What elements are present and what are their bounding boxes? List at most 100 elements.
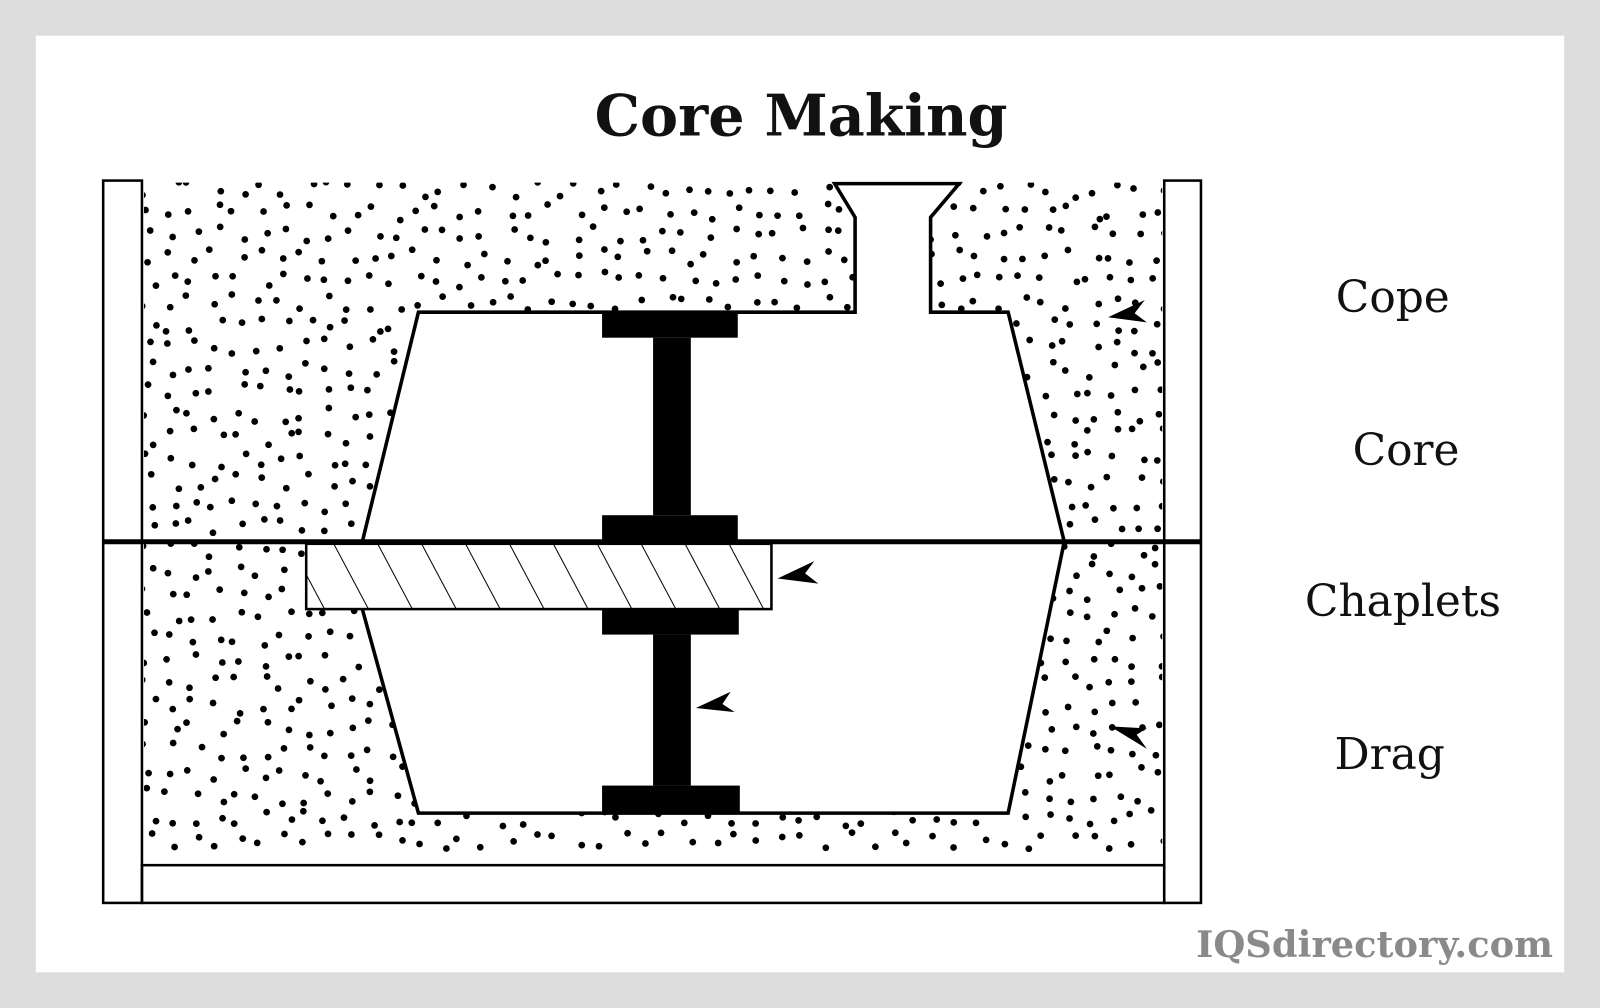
sand-dot — [961, 544, 969, 552]
sand-dot — [477, 651, 485, 659]
sand-dot — [775, 335, 782, 343]
sand-dot — [183, 591, 191, 599]
sand-dot — [646, 634, 654, 642]
sand-dot — [1005, 498, 1013, 506]
sand-dot — [1064, 246, 1072, 254]
sand-dot — [400, 505, 408, 513]
sand-dot — [814, 323, 822, 331]
sand-dot — [143, 784, 151, 792]
sand-dot — [714, 502, 722, 509]
sand-dot — [326, 323, 334, 331]
sand-dot — [800, 460, 808, 467]
sand-dot — [934, 506, 942, 514]
sand-dot — [826, 293, 834, 301]
sand-dot — [997, 182, 1004, 190]
sand-dot — [960, 773, 968, 780]
sand-dot — [436, 371, 444, 379]
sand-dot — [848, 414, 855, 422]
sand-dot — [1111, 610, 1118, 618]
sand-dot — [242, 190, 249, 198]
sand-dot — [279, 800, 286, 808]
sand-dot — [210, 344, 218, 352]
watermark-logo: IQSdirectory.com — [1196, 923, 1553, 966]
sand-dot — [1000, 229, 1008, 237]
sand-dot — [1073, 278, 1081, 286]
sand-dot — [1139, 363, 1147, 371]
sand-dot — [578, 841, 586, 849]
sand-dot — [994, 426, 1001, 433]
sand-dot — [662, 189, 670, 197]
sand-dot — [774, 212, 781, 220]
sand-dot — [1037, 832, 1045, 840]
sand-dot — [802, 612, 809, 619]
sand-dot — [792, 631, 800, 639]
sand-dot — [186, 695, 194, 703]
sand-dot — [1072, 673, 1079, 680]
sand-dot — [1156, 582, 1164, 590]
sand-dot — [347, 752, 355, 759]
sand-dot — [481, 636, 489, 644]
sand-dot — [768, 519, 776, 527]
sand-dot — [264, 753, 272, 761]
sand-dot — [1135, 525, 1142, 533]
sand-dot — [997, 752, 1005, 760]
sand-dot — [149, 358, 157, 366]
sand-dot — [263, 673, 271, 680]
sand-dot — [436, 388, 444, 396]
sand-dot — [152, 817, 160, 825]
sand-dot — [1001, 477, 1008, 485]
sand-dot — [788, 653, 796, 661]
sand-dot — [542, 506, 550, 514]
sand-dot — [458, 448, 465, 456]
sand-dot — [1041, 674, 1049, 682]
sand-dot — [932, 387, 939, 395]
sand-dot — [766, 187, 774, 195]
sand-dot — [324, 790, 332, 798]
sand-dot — [528, 344, 536, 352]
sand-dot — [594, 324, 602, 332]
sand-dot — [730, 674, 738, 682]
sand-dot — [888, 563, 895, 571]
sand-dot — [748, 473, 756, 481]
sand-dot — [1151, 560, 1159, 568]
sand-dot — [991, 660, 999, 667]
sand-dot — [707, 408, 715, 415]
sand-dot — [866, 456, 874, 463]
sand-dot — [1091, 516, 1099, 523]
sand-dot — [230, 820, 238, 828]
sand-dot — [676, 229, 684, 236]
sand-dot — [946, 611, 954, 618]
sand-dot — [1042, 745, 1049, 753]
sand-dot — [1137, 230, 1145, 238]
sand-dot — [544, 389, 552, 397]
sand-dot — [956, 246, 964, 254]
sand-dot — [477, 705, 485, 712]
sand-dot — [735, 727, 743, 735]
sand-dot — [298, 550, 305, 558]
sand-dot — [453, 835, 460, 843]
sand-dot — [501, 277, 509, 285]
sand-dot — [937, 723, 945, 731]
sand-dot — [479, 384, 487, 392]
sand-dot — [733, 416, 740, 424]
sand-dot — [647, 183, 655, 190]
sand-dot — [1095, 254, 1103, 262]
sand-dot — [460, 181, 467, 189]
sand-dot — [443, 503, 450, 511]
sand-dot — [857, 820, 865, 828]
sand-dot — [950, 203, 958, 210]
sand-dot — [1154, 359, 1162, 366]
sand-dot — [355, 663, 363, 671]
sand-dot — [602, 722, 610, 729]
sand-dot — [1081, 275, 1089, 283]
sand-dot — [261, 642, 269, 649]
sand-dot — [240, 589, 248, 597]
sand-dot — [242, 368, 249, 376]
sand-dot — [883, 410, 890, 417]
arrow-cope-icon — [1108, 299, 1147, 323]
sand-dot — [1018, 545, 1026, 552]
sand-dot — [647, 408, 654, 415]
sand-dot — [394, 792, 402, 800]
sand-dot — [772, 685, 780, 693]
sand-dot — [1103, 213, 1110, 220]
